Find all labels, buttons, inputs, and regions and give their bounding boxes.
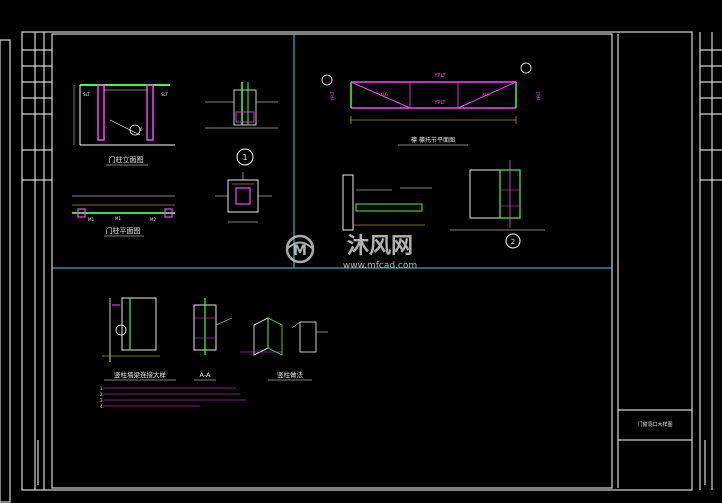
detail-2-marker: [505, 233, 521, 249]
svg-text:M1: M1: [115, 216, 121, 221]
svg-text:SLT: SLT: [161, 92, 168, 97]
door-elevation-title: 门柱立面图: [109, 155, 144, 164]
purlin-plan-title: 檩 檩托节平面图: [411, 136, 455, 144]
column-method-drawing: [240, 317, 328, 356]
note-4: 4.: [100, 404, 104, 409]
svg-text:M1: M1: [88, 217, 94, 222]
drawing-frame: [51, 33, 613, 489]
svg-text:M2: M2: [150, 217, 156, 222]
drawing-name: 门窗洞口大样图: [637, 421, 672, 428]
watermark-brand: 沐风网: [347, 234, 413, 259]
purlin-left-label: YPLT: [330, 91, 335, 102]
notes-block: 1. 2. 3. 4.: [100, 386, 246, 409]
watermark-url: www.mfcad.com: [343, 261, 417, 271]
purlin-connection-detail: [342, 174, 432, 231]
note-1: 1.: [100, 386, 104, 391]
door-plan-title: 门柱平面图: [106, 226, 141, 235]
detail-1-number: 1: [242, 153, 247, 162]
watermark: M 沐风网 www.mfcad.com: [285, 234, 417, 271]
door-column-elevation: SLT SLT 6: [73, 84, 175, 146]
column-method-title: 竖柱做法: [277, 370, 304, 379]
note-2: 2.: [100, 392, 104, 397]
svg-text:SLT: SLT: [83, 92, 90, 97]
purlin-right-label: YPLT: [536, 91, 541, 102]
watermark-logo: M: [285, 234, 315, 264]
detail-2-drawing: [450, 160, 545, 231]
svg-text:M: M: [293, 243, 307, 259]
bracing-section-drawing: [102, 297, 160, 362]
section-aa-drawing: [193, 298, 233, 355]
right-title-strip: [617, 32, 722, 490]
svg-text:6: 6: [140, 127, 143, 132]
purlin-top-label: YPLT: [433, 73, 446, 79]
purlin-mid-label: YPLT: [433, 100, 446, 106]
brace-left-label: XLG: [380, 92, 388, 97]
purlin-plan: [321, 62, 532, 124]
detail-2-number: 2: [511, 238, 515, 246]
bracing-section-title: 竖柱墙梁连接大样: [114, 370, 167, 379]
section-aa-title: A-A: [200, 371, 212, 379]
column-base-plan: [215, 172, 272, 223]
detail-1-drawing: [205, 82, 278, 129]
left-margin-strip: [0, 32, 52, 503]
detail-1-marker: [236, 148, 254, 166]
brace-right-label: XLG: [482, 92, 490, 97]
note-3: 3.: [100, 398, 104, 403]
door-column-plan: M1 M1 M2: [72, 195, 175, 222]
